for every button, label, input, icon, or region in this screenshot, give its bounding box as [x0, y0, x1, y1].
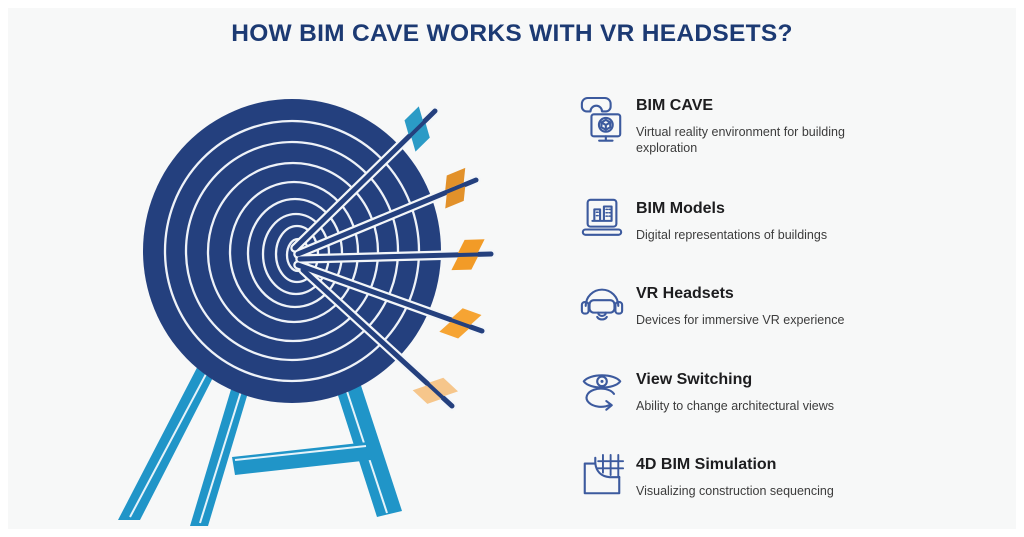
legend-item-description: Ability to change architectural views: [636, 398, 835, 413]
legend-item-title: VR Headsets: [636, 285, 734, 302]
arrow-fletching: [445, 167, 466, 209]
target-stand: [118, 358, 402, 526]
grid-blueprint-icon: [578, 452, 626, 500]
legend-item-title: View Switching: [636, 371, 753, 388]
legend-item-description: Visualizing construction sequencing: [636, 483, 834, 498]
legend-item-view-switching: View Switching Ability to change archite…: [578, 367, 834, 415]
vr-headset-icon: [578, 281, 626, 327]
arrow-fletching: [412, 377, 459, 404]
legend-item-4d-bim-simulation: 4D BIM Simulation Visualizing constructi…: [578, 452, 834, 500]
legend-item-bim-models: BIM Models Digital representations of bu…: [578, 196, 827, 243]
laptop-buildings-icon: [578, 196, 626, 240]
arrow-shaft: [295, 262, 485, 334]
legend-item-title: BIM Models: [636, 200, 725, 217]
page-title: HOW BIM CAVE WORKS WITH VR HEADSETS?: [231, 20, 793, 47]
arrows: [290, 106, 496, 411]
eye-rotation-icon: [578, 367, 626, 415]
legend-item-title: 4D BIM Simulation: [636, 456, 777, 473]
arrow-shaft: [292, 108, 438, 251]
legend-item-title: BIM CAVE: [636, 97, 714, 114]
target-illustration: [118, 99, 496, 526]
arrow-fletching: [404, 106, 430, 152]
vr-goggles-monitor-icon: [578, 95, 626, 147]
arrow-shaft: [300, 267, 455, 409]
arrow-fletching: [439, 308, 482, 339]
legend-item-text: BIM Models Digital representations of bu…: [636, 196, 827, 243]
legend-item-description: Devices for immersive VR experience: [636, 312, 845, 327]
legend-item-text: BIM CAVE Virtual reality environment for…: [636, 95, 871, 157]
legend-item-text: 4D BIM Simulation Visualizing constructi…: [636, 452, 834, 499]
legend-item-bim-cave: BIM CAVE Virtual reality environment for…: [578, 95, 871, 157]
arrow-shaft: [297, 251, 494, 262]
legend-item-description: Virtual reality environment for building…: [636, 124, 845, 156]
legend-item-description: Digital representations of buildings: [636, 227, 828, 242]
arrow-shaft: [295, 177, 479, 257]
arrow-fletching: [451, 239, 485, 271]
legend-item-text: View Switching Ability to change archite…: [636, 367, 834, 414]
legend-item-vr-headsets: VR Headsets Devices for immersive VR exp…: [578, 281, 844, 328]
legend-item-text: VR Headsets Devices for immersive VR exp…: [636, 281, 844, 328]
